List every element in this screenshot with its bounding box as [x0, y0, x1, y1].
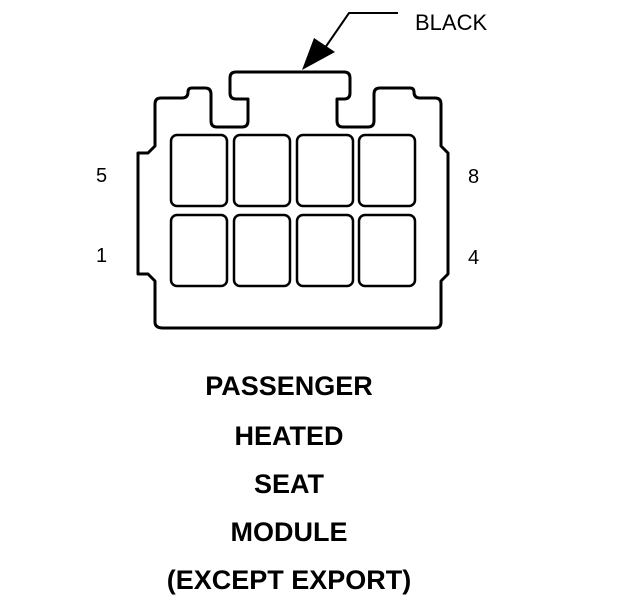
callout-leader-line [317, 12, 398, 59]
caption-line-3: SEAT [253, 469, 324, 499]
cavity-pin-6 [232, 133, 292, 208]
color-label: BLACK [415, 10, 487, 35]
callout-arrowhead [302, 38, 335, 70]
pin-label-bottom-left: 1 [96, 245, 107, 267]
cavity-pin-4 [357, 213, 417, 288]
pin-label-bottom-right: 4 [468, 247, 479, 269]
cavity-pin-3 [295, 213, 355, 288]
cavity-pin-7 [295, 133, 355, 208]
pin-label-top-left: 5 [96, 165, 107, 187]
connector-housing [136, 70, 450, 330]
cavity-pin-2 [232, 213, 292, 288]
caption-line-4: MODULE [230, 517, 348, 547]
caption-line-1: PASSENGER [205, 371, 373, 401]
cavity-pin-1 [169, 213, 229, 288]
pin-label-top-right: 8 [468, 166, 479, 188]
cavity-pin-8 [357, 133, 417, 208]
caption-line-2: HEATED [234, 421, 344, 451]
caption-line-5: (EXCEPT EXPORT) [166, 565, 412, 595]
cavity-pin-5 [169, 133, 229, 208]
cavity-row-top [169, 133, 417, 208]
cavity-row-bottom [169, 213, 417, 288]
color-callout: BLACK [302, 10, 487, 70]
